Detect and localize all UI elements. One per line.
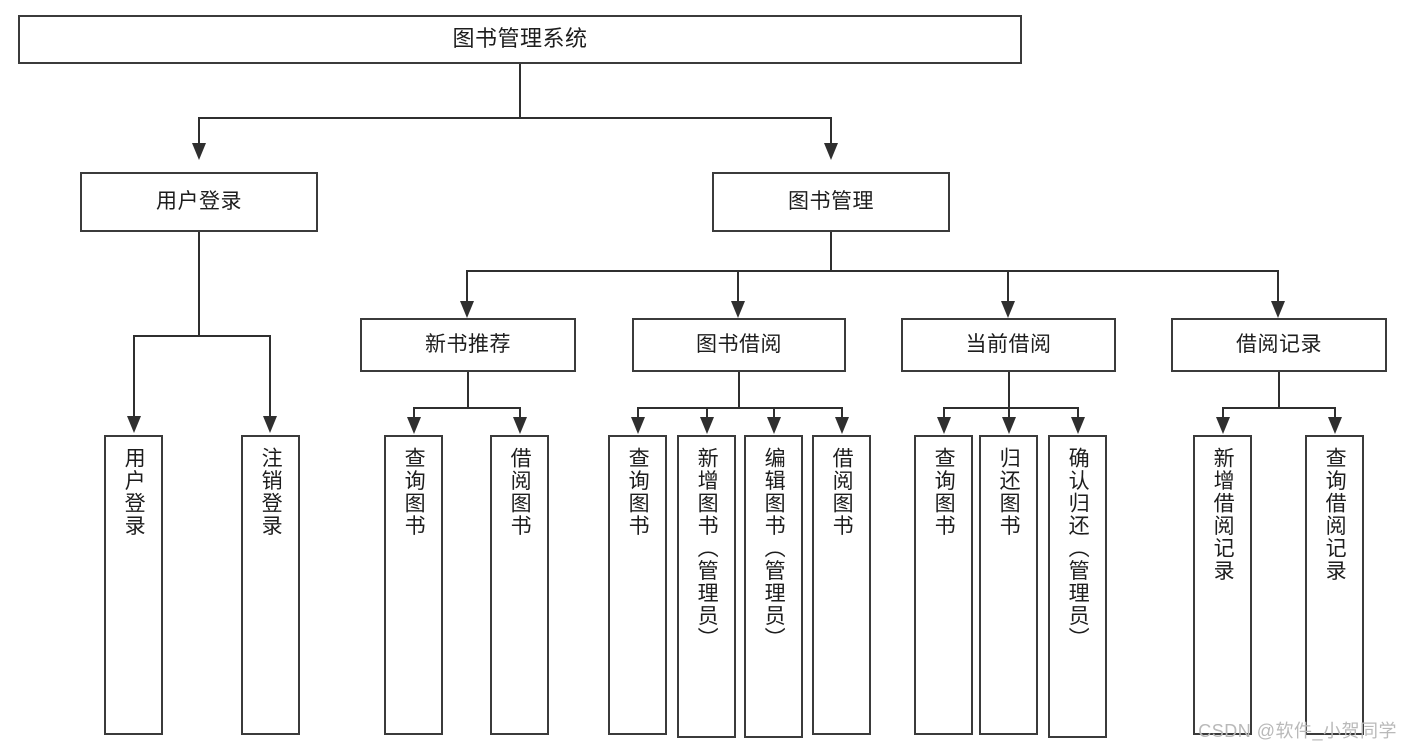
arrow-to-leaf-query-book-1 (407, 417, 421, 434)
leaf-add-record[interactable]: 新增借阅记录 (1193, 435, 1252, 735)
connector-root-drop-right (830, 117, 832, 145)
arrow-to-leaf-add-book (700, 417, 714, 434)
connector-new-book-drop-1 (413, 407, 415, 419)
node-book-management[interactable]: 图书管理 (712, 172, 950, 232)
leaf-borrow-book-2[interactable]: 借阅图书 (812, 435, 871, 735)
arrow-to-leaf-query-record (1328, 417, 1342, 434)
arrow-to-leaf-query-book-3 (937, 417, 951, 434)
connector-new-book-bus (413, 407, 521, 409)
leaf-add-book-label: 新增图书（管理员） (695, 447, 719, 650)
connector-book-borrow-drop-2 (706, 407, 708, 419)
connector-new-book-stem (467, 372, 469, 408)
connector-level2-drop-2 (737, 270, 739, 303)
connector-current-borrow-drop-1 (943, 407, 945, 419)
leaf-edit-book-label: 编辑图书（管理员） (762, 447, 786, 650)
leaf-borrow-book-1[interactable]: 借阅图书 (490, 435, 549, 735)
connector-level2-drop-4 (1277, 270, 1279, 303)
connector-book-borrow-drop-4 (841, 407, 843, 419)
leaf-user-login[interactable]: 用户登录 (104, 435, 163, 735)
leaf-add-record-label: 新增借阅记录 (1211, 447, 1235, 582)
connector-level2-bus (466, 270, 1278, 272)
node-current-borrow[interactable]: 当前借阅 (901, 318, 1116, 372)
arrow-to-leaf-user-login (127, 416, 141, 433)
connector-level2-drop-3 (1007, 270, 1009, 303)
arrow-to-leaf-return-book (1002, 417, 1016, 434)
leaf-query-book-2-label: 查询图书 (626, 447, 650, 537)
connector-root-drop-left (198, 117, 200, 145)
node-user-login[interactable]: 用户登录 (80, 172, 318, 232)
leaf-query-record[interactable]: 查询借阅记录 (1305, 435, 1364, 735)
leaf-add-book[interactable]: 新增图书（管理员） (677, 435, 736, 738)
connector-root-bus (198, 117, 832, 119)
arrow-to-borrow-record (1271, 301, 1285, 318)
node-new-book-recommend[interactable]: 新书推荐 (360, 318, 576, 372)
arrow-to-leaf-add-record (1216, 417, 1230, 434)
leaf-query-book-3-label: 查询图书 (932, 447, 956, 537)
arrow-to-leaf-logout-login (263, 416, 277, 433)
arrow-to-leaf-edit-book (767, 417, 781, 434)
arrow-to-leaf-confirm-return (1071, 417, 1085, 434)
leaf-query-book-1-label: 查询图书 (402, 447, 426, 537)
leaf-return-book-label: 归还图书 (997, 447, 1021, 537)
connector-new-book-drop-2 (519, 407, 521, 419)
connector-borrow-record-drop-1 (1222, 407, 1224, 419)
arrow-to-book-management (824, 143, 838, 160)
node-root-label: 图书管理系统 (452, 26, 588, 52)
node-new-book-recommend-label: 新书推荐 (425, 333, 511, 357)
connector-book-management-stem (830, 232, 832, 271)
connector-current-borrow-drop-3 (1077, 407, 1079, 419)
leaf-query-record-label: 查询借阅记录 (1323, 447, 1347, 582)
connector-current-borrow-stem (1008, 372, 1010, 408)
connector-user-login-drop-2 (269, 335, 271, 418)
arrow-to-new-book-recommend (460, 301, 474, 318)
connector-user-login-bus (133, 335, 271, 337)
arrow-to-leaf-query-book-2 (631, 417, 645, 434)
leaf-query-book-1[interactable]: 查询图书 (384, 435, 443, 735)
connector-user-login-stem (198, 232, 200, 336)
leaf-edit-book[interactable]: 编辑图书（管理员） (744, 435, 803, 738)
connector-borrow-record-drop-2 (1334, 407, 1336, 419)
connector-user-login-drop-1 (133, 335, 135, 418)
arrow-to-user-login (192, 143, 206, 160)
node-book-borrow-label: 图书借阅 (696, 333, 782, 357)
watermark: CSDN @软件_小贺同学 (1198, 721, 1397, 741)
arrow-to-leaf-borrow-book-2 (835, 417, 849, 434)
node-borrow-record-label: 借阅记录 (1236, 333, 1322, 357)
connector-level2-drop-1 (466, 270, 468, 303)
node-book-borrow[interactable]: 图书借阅 (632, 318, 846, 372)
connector-book-borrow-stem (738, 372, 740, 408)
connector-book-borrow-bus (637, 407, 843, 409)
leaf-user-login-label: 用户登录 (122, 447, 146, 537)
leaf-query-book-2[interactable]: 查询图书 (608, 435, 667, 735)
leaf-borrow-book-2-label: 借阅图书 (830, 447, 854, 537)
arrow-to-current-borrow (1001, 301, 1015, 318)
connector-book-borrow-drop-1 (637, 407, 639, 419)
node-current-borrow-label: 当前借阅 (965, 333, 1052, 357)
connector-book-borrow-drop-3 (773, 407, 775, 419)
leaf-logout-login-label: 注销登录 (259, 447, 283, 537)
arrow-to-leaf-borrow-book-1 (513, 417, 527, 434)
leaf-borrow-book-1-label: 借阅图书 (508, 447, 532, 537)
leaf-confirm-return-label: 确认归还（管理员） (1066, 447, 1090, 650)
connector-current-borrow-drop-2 (1008, 407, 1010, 419)
leaf-logout-login[interactable]: 注销登录 (241, 435, 300, 735)
connector-root-stem (519, 64, 521, 118)
connector-borrow-record-bus (1222, 407, 1336, 409)
node-borrow-record[interactable]: 借阅记录 (1171, 318, 1387, 372)
leaf-query-book-3[interactable]: 查询图书 (914, 435, 973, 735)
node-book-management-label: 图书管理 (788, 190, 874, 214)
leaf-return-book[interactable]: 归还图书 (979, 435, 1038, 735)
arrow-to-book-borrow (731, 301, 745, 318)
leaf-confirm-return[interactable]: 确认归还（管理员） (1048, 435, 1107, 738)
connector-current-borrow-bus (943, 407, 1079, 409)
connector-borrow-record-stem (1278, 372, 1280, 408)
node-root[interactable]: 图书管理系统 (18, 15, 1022, 64)
node-user-login-label: 用户登录 (156, 190, 242, 214)
